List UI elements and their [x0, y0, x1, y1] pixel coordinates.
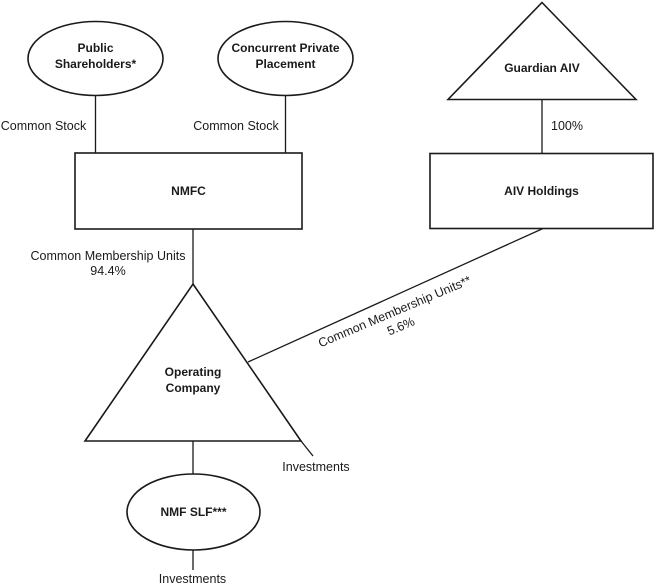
concurrent-private-placement-label: Concurrent Private Placement [231, 40, 340, 71]
common-stock-right-label: Common Stock [193, 119, 279, 133]
investments-bottom-label: Investments [158, 571, 227, 586]
operating-company-triangle [83, 282, 303, 442]
public-shareholders-ellipse [27, 20, 164, 97]
nmf-slf-label: NMF SLF*** [160, 504, 227, 519]
common-stock-left-label: Common Stock [0, 119, 87, 133]
nmfc-rect [74, 152, 303, 230]
common-membership-units-label: Common Membership Units 94.4% [28, 249, 188, 280]
edge-operating-company-investments [300, 440, 314, 457]
concurrent-private-placement-ellipse [217, 20, 354, 97]
guardian-percent-label: 100% [551, 119, 583, 133]
edge-aiv-holdings-operating-company [247, 227, 544, 363]
common-membership-units-percent: 94.4% [90, 264, 126, 278]
public-shareholders-label: Public Shareholders* [54, 40, 137, 71]
common-membership-units-text: Common Membership Units [30, 248, 186, 263]
investments-right-label: Investments [282, 459, 350, 474]
guardian-aiv-triangle [446, 1, 638, 101]
aiv-holdings-rect [429, 152, 654, 230]
nmfc-label: NMFC [171, 183, 206, 198]
operating-company-label: Operating Company [164, 365, 222, 395]
guardian-aiv-label: Guardian AIV [504, 60, 580, 75]
aiv-holdings-label: AIV Holdings [504, 183, 579, 198]
nmf-slf-ellipse [126, 473, 261, 551]
